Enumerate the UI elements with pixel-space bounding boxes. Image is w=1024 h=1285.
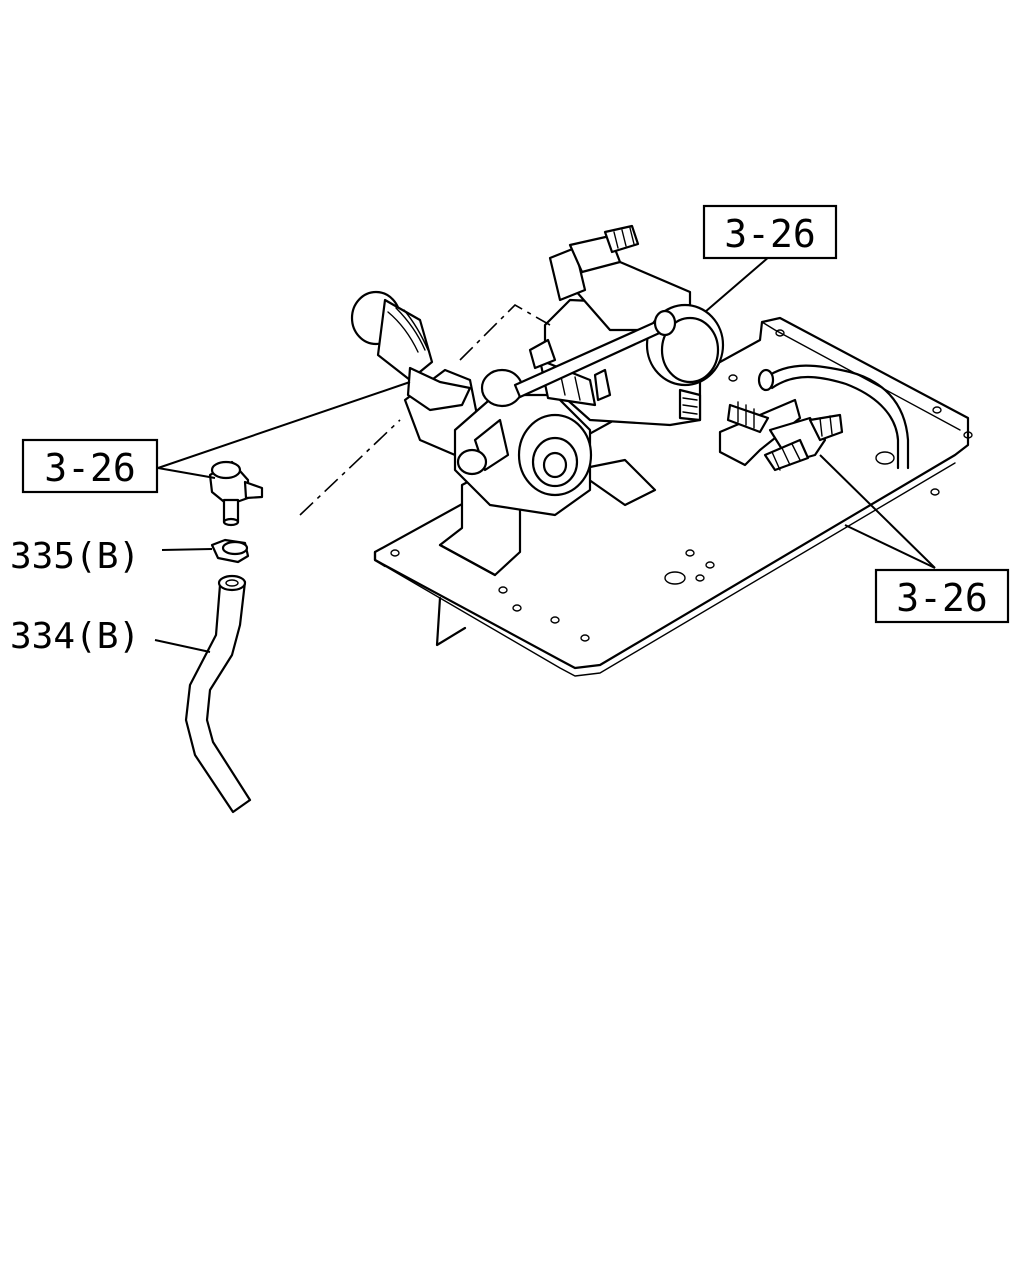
part-label-clip: 335(B) — [10, 536, 140, 577]
part-label-hose: 334(B) — [10, 616, 140, 657]
valve-body — [350, 224, 725, 517]
hose-334B — [184, 574, 252, 814]
callout-ref-right-text: 3-26 — [896, 576, 988, 620]
callout-ref-right: 3-26 — [874, 568, 1010, 624]
elbow-fitting — [208, 460, 264, 527]
phantom-lines — [299, 304, 551, 516]
hose-clip-335B — [210, 538, 250, 564]
callout-ref-top: 3-26 — [702, 204, 838, 260]
leader-lines — [154, 255, 936, 653]
mounting-plate — [373, 316, 973, 677]
callout-ref-top-text: 3-26 — [724, 212, 816, 256]
callout-ref-left-text: 3-26 — [44, 446, 136, 490]
tee-fitting-assembly — [718, 364, 910, 472]
callout-ref-left: 3-26 — [21, 438, 159, 494]
